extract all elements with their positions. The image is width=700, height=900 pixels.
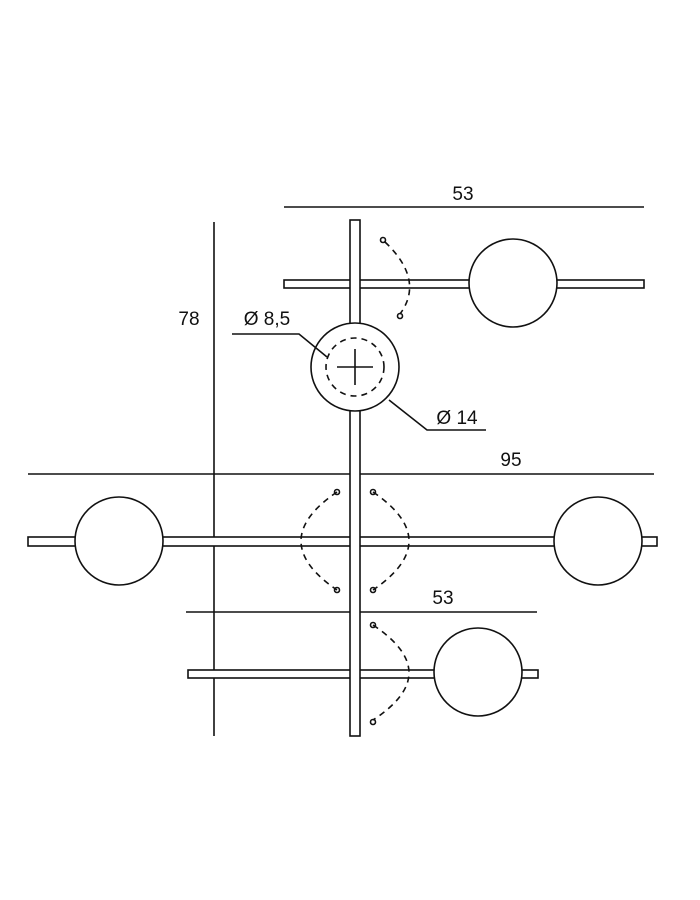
middle-width-label: 95: [500, 450, 521, 471]
vertical-stem: [349, 219, 361, 737]
inner-diameter-leader: [232, 333, 328, 358]
top-arm: [283, 279, 645, 289]
inner-diameter-label: Ø 8,5: [244, 309, 290, 330]
rotation-arcs: [300, 236, 411, 726]
middle-left-globe: [74, 496, 164, 586]
top-width-label: 53: [452, 184, 473, 205]
height-label: 78: [178, 309, 199, 330]
outer-diameter-label: Ø 14: [436, 408, 478, 429]
top-globe: [468, 238, 558, 328]
middle-right-globe: [553, 496, 643, 586]
outer-diameter-leader: [388, 399, 486, 431]
bottom-arm: [187, 669, 539, 679]
bottom-globe: [433, 627, 523, 717]
middle-arm: [27, 536, 658, 547]
bottom-width-label: 53: [432, 588, 453, 609]
canopy-inner-dashed-circle: [325, 337, 385, 397]
